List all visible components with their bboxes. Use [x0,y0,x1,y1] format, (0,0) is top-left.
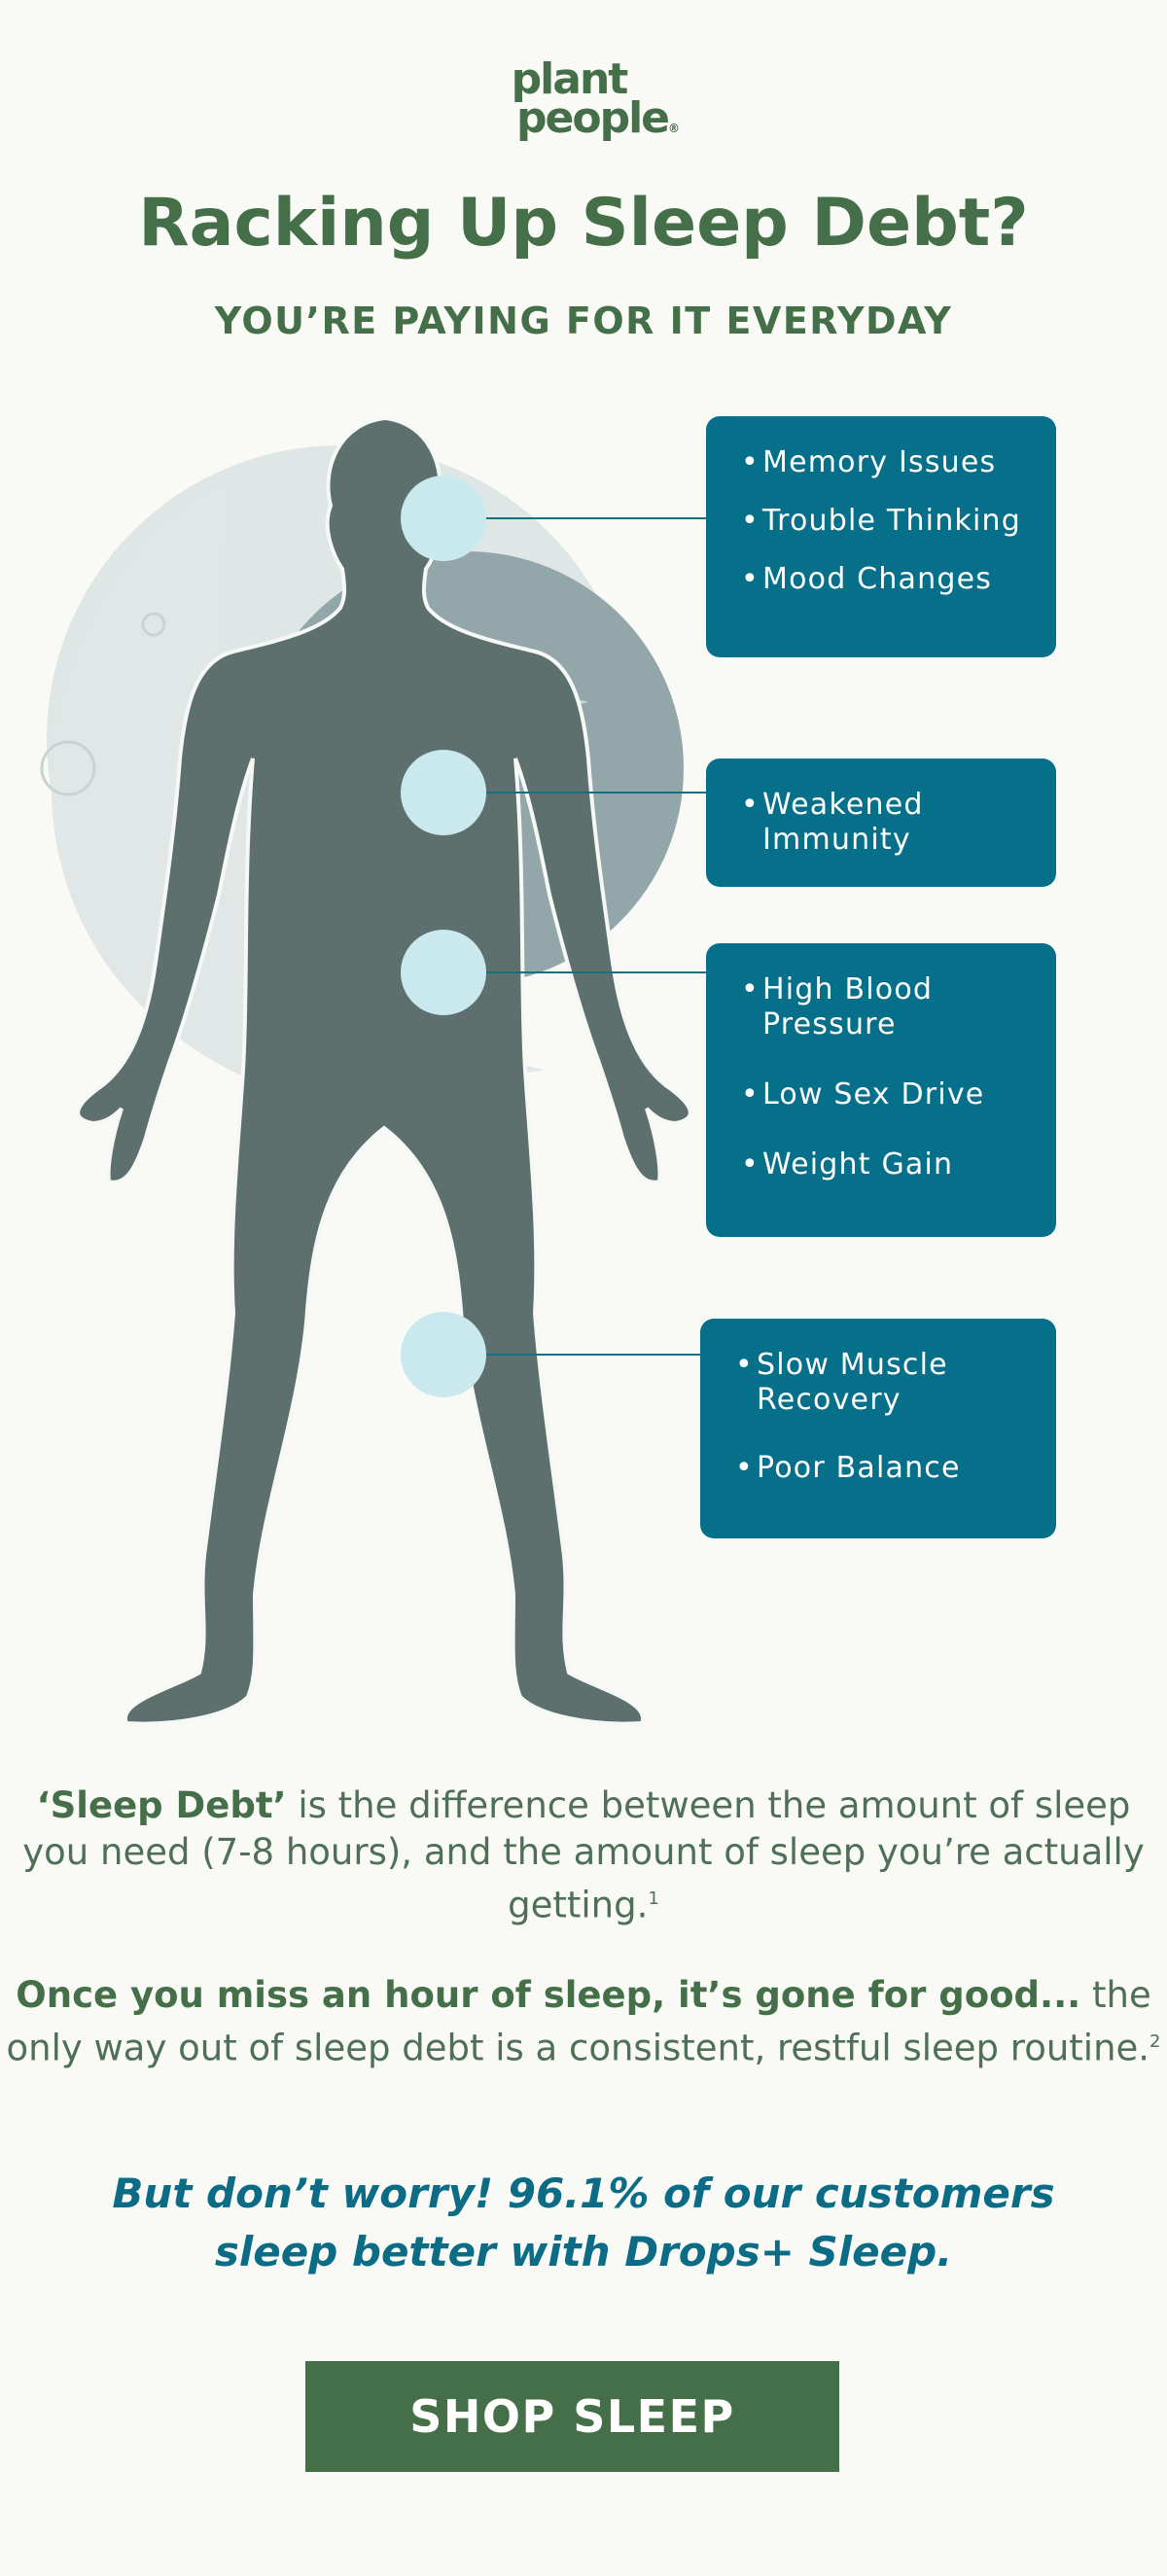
callout-knee: Slow Muscle Recovery Poor Balance [700,1319,1056,1538]
logo-line-1: plant [511,54,629,104]
page-subtitle: YOU’RE PAYING FOR IT EVERYDAY [214,300,953,342]
logo-line-2: people® [29,97,1167,148]
body-illustration [40,415,706,1726]
page-title: Racking Up Sleep Debt? [138,185,1029,262]
chest-highlight-dot [401,750,486,835]
knee-highlight-dot [401,1312,486,1397]
footnote-ref-1: 1 [648,1888,659,1909]
crater-icon [40,740,96,796]
callout-head: Memory Issues Trouble Thinking Mood Chan… [706,416,1056,657]
callout-abdomen: High Blood Pressure Low Sex Drive Weight… [706,943,1056,1237]
callout-item-poor-balance: Poor Balance [735,1451,1033,1486]
callout-item-memory-issues: Memory Issues [741,445,1033,480]
callout-item-slow-muscle-recovery: Slow Muscle Recovery [735,1348,1033,1418]
callout-item-weakened-immunity: Weakened Immunity [741,788,1033,858]
sleep-debt-text: is the difference between the amount of … [22,1784,1145,1926]
registered-mark: ® [668,122,680,135]
footnote-ref-2: 2 [1149,2031,1161,2052]
head-highlight-dot [401,476,486,561]
cta-line-1: But don’t worry! 96.1% of our customers [112,2170,1055,2217]
callout-list: Slow Muscle Recovery Poor Balance [735,1348,1033,1486]
plant-people-logo[interactable]: plant people® [0,54,1167,148]
crater-icon [141,612,166,637]
callout-item-trouble-thinking: Trouble Thinking [741,504,1033,539]
logo-word-people: people [516,93,670,143]
cta-message: But don’t worry! 96.1% of our customers s… [0,2165,1167,2281]
sleep-debt-term: ‘Sleep Debt’ [36,1784,287,1826]
callout-item-mood-changes: Mood Changes [741,562,1033,597]
callout-item-high-blood-pressure: High Blood Pressure [741,972,1033,1042]
human-silhouette-icon [76,415,692,1726]
callout-list: High Blood Pressure Low Sex Drive Weight… [741,972,1033,1182]
callout-item-low-sex-drive: Low Sex Drive [741,1077,1033,1112]
sleep-debt-definition: ‘Sleep Debt’ is the difference between t… [0,1782,1167,1928]
sleep-loss-explanation: Once you miss an hour of sleep, it’s gon… [0,1972,1167,2071]
abdomen-highlight-dot [401,930,486,1015]
callout-item-weight-gain: Weight Gain [741,1147,1033,1182]
callout-list: Memory Issues Trouble Thinking Mood Chan… [741,445,1033,597]
sleep-loss-text: the only way out of sleep debt is a cons… [6,1974,1151,2069]
cta-line-2: sleep better with Drops+ Sleep. [214,2228,953,2276]
callout-chest: Weakened Immunity [706,759,1056,887]
callout-list: Weakened Immunity [741,788,1033,858]
sleep-loss-bold: Once you miss an hour of sleep, it’s gon… [16,1974,1081,2016]
shop-sleep-button[interactable]: SHOP SLEEP [305,2361,839,2472]
